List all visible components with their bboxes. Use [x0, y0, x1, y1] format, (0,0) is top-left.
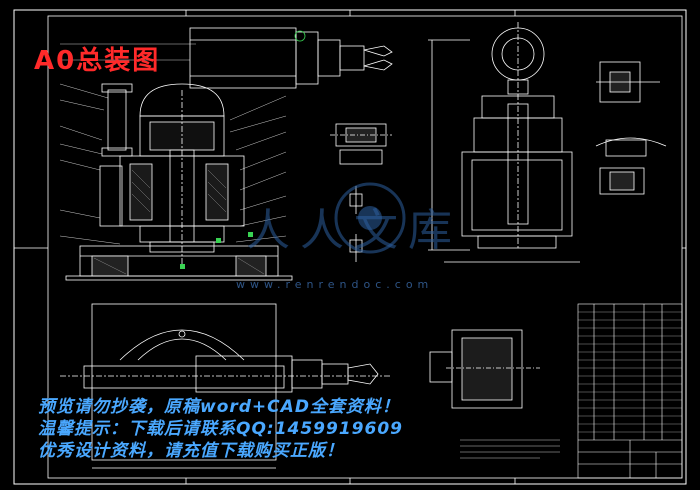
cylinder-body — [189, 27, 297, 89]
side-view — [428, 22, 580, 263]
technical-notes — [460, 439, 560, 459]
parts-list-rows — [578, 311, 682, 433]
detail-views — [595, 61, 667, 195]
front-view-hatching — [93, 169, 265, 275]
promo-line-1: 预览请勿抄袭，原稿word+CAD全套资料！ — [38, 397, 400, 417]
inner-border — [47, 15, 683, 479]
promo-line-2: 温馨提示：下载后请联系QQ:1459919609 — [38, 419, 403, 439]
watermark-text: 人人文库 — [246, 205, 462, 256]
section-details — [330, 123, 392, 262]
drawing-title: A0总装图 — [34, 46, 161, 76]
promo-line-3: 优秀设计资料，请充值下载购买正版！ — [38, 441, 344, 461]
watermark-url: www.renrendoc.com — [236, 278, 434, 291]
parts-list-table — [577, 303, 683, 479]
front-view-leaders — [59, 43, 287, 245]
border-ticks — [14, 10, 686, 484]
top-view — [60, 303, 392, 469]
front-view-markers — [180, 232, 253, 269]
watermark-logo — [334, 182, 406, 254]
gear-detail — [429, 329, 540, 409]
